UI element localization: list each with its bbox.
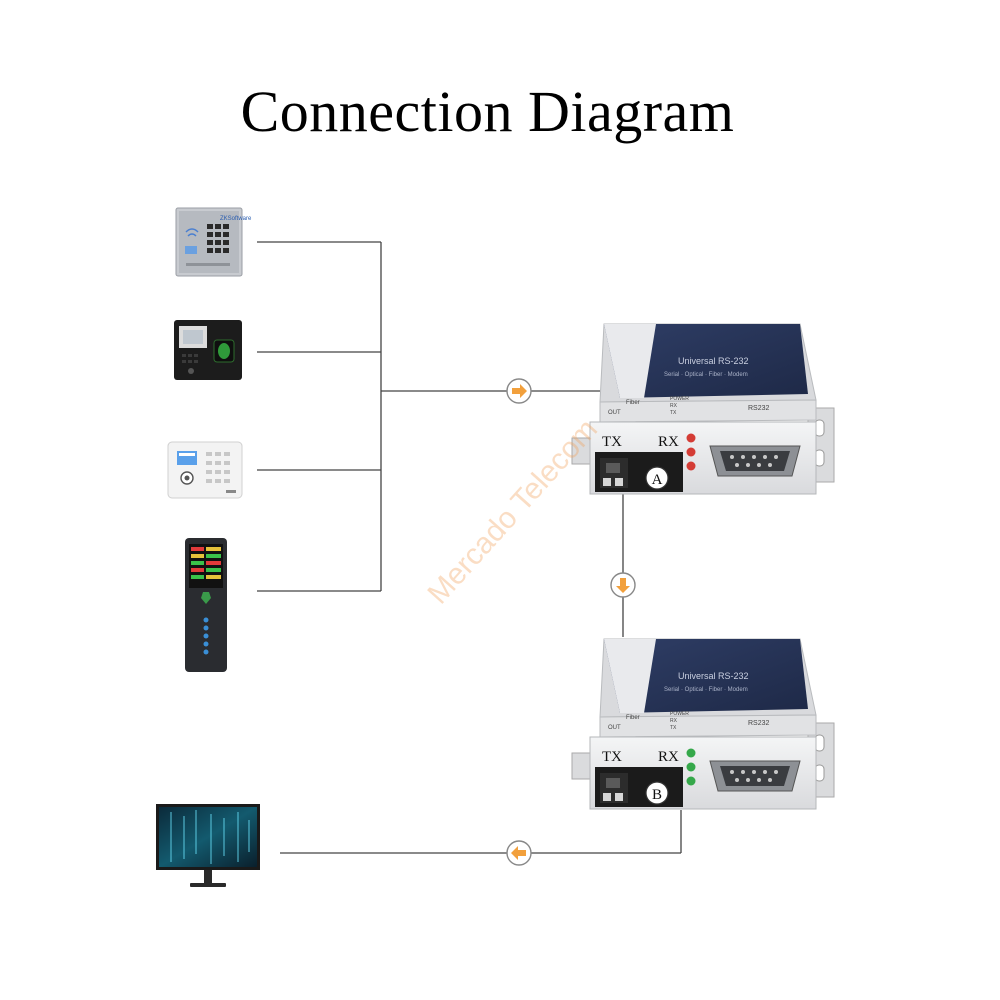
- converter-a-rx-label: RX: [658, 434, 679, 450]
- converter-a-tx-label: TX: [602, 434, 622, 450]
- keypad-icon: ZKSoftware: [175, 207, 252, 277]
- fingerprint-terminal-icon: [174, 320, 242, 380]
- converter-b-status-1: POWER: [670, 711, 689, 717]
- monitor-icon: [156, 804, 260, 887]
- converter-b-status-2: RX: [670, 718, 678, 724]
- converter-a-status-3: TX: [670, 410, 677, 416]
- converter-a-status-1: POWER: [670, 396, 689, 402]
- converter-b-out-label: OUT: [608, 725, 621, 731]
- converter-a-fiber-label: Fiber: [626, 400, 640, 406]
- converter-b-status-3: TX: [670, 725, 677, 731]
- converter-b-model: RS232: [748, 720, 770, 727]
- converter-b-led-1: [686, 748, 696, 758]
- converter-a: Universal RS-232 Serial · Optical · Fibe…: [571, 323, 835, 495]
- arrow-right-icon: [506, 378, 532, 404]
- arrow-left-icon: [506, 840, 532, 866]
- converter-a-out-label: OUT: [608, 410, 621, 416]
- connection-lines: [257, 241, 682, 854]
- converter-a-subtitle: Serial · Optical · Fiber · Modem: [664, 372, 748, 378]
- converter-a-led-3: [686, 461, 696, 471]
- converter-b: Universal RS-232 Serial · Optical · Fibe…: [571, 638, 835, 810]
- converter-a-led-1: [686, 433, 696, 443]
- tower-terminal-icon: [185, 538, 227, 672]
- converter-b-badge-label: B: [652, 787, 662, 803]
- converter-a-badge-label: A: [652, 472, 663, 488]
- diagram-title: Connection Diagram: [240, 79, 735, 144]
- converter-b-rx-label: RX: [658, 749, 679, 765]
- converter-b-fiber-label: Fiber: [626, 715, 640, 721]
- converter-b-tx-label: TX: [602, 749, 622, 765]
- converter-a-led-2: [686, 447, 696, 457]
- converter-a-badge: [645, 466, 669, 490]
- converter-b-led-2: [686, 762, 696, 772]
- converter-b-led-3: [686, 776, 696, 786]
- converter-a-model: RS232: [748, 405, 770, 412]
- converter-b-subtitle: Serial · Optical · Fiber · Modem: [664, 687, 748, 693]
- converter-a-brand: Universal RS-232: [678, 356, 749, 366]
- converter-b-badge: [645, 781, 669, 805]
- arrow-down-icon: [610, 572, 636, 598]
- svg-text:ZKSoftware: ZKSoftware: [220, 216, 252, 222]
- converter-b-brand: Universal RS-232: [678, 671, 749, 681]
- converter-a-status-2: RX: [670, 403, 678, 409]
- alarm-panel-icon: [167, 441, 243, 499]
